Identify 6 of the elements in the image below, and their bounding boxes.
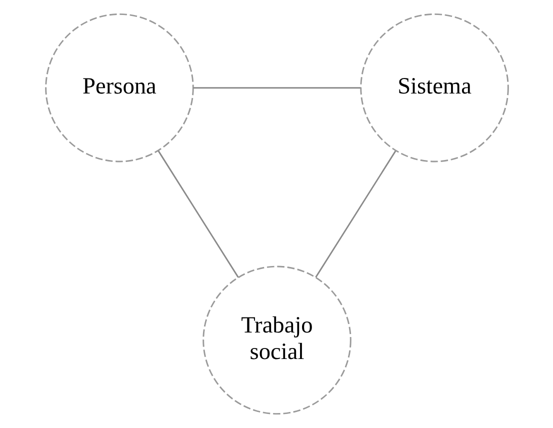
node-circle: Persona xyxy=(44,13,194,162)
node-circle: Sistema xyxy=(360,13,508,162)
connector xyxy=(192,87,360,89)
connector xyxy=(157,150,238,278)
connector xyxy=(314,150,396,278)
node-circle: Trabajo social xyxy=(202,266,351,415)
